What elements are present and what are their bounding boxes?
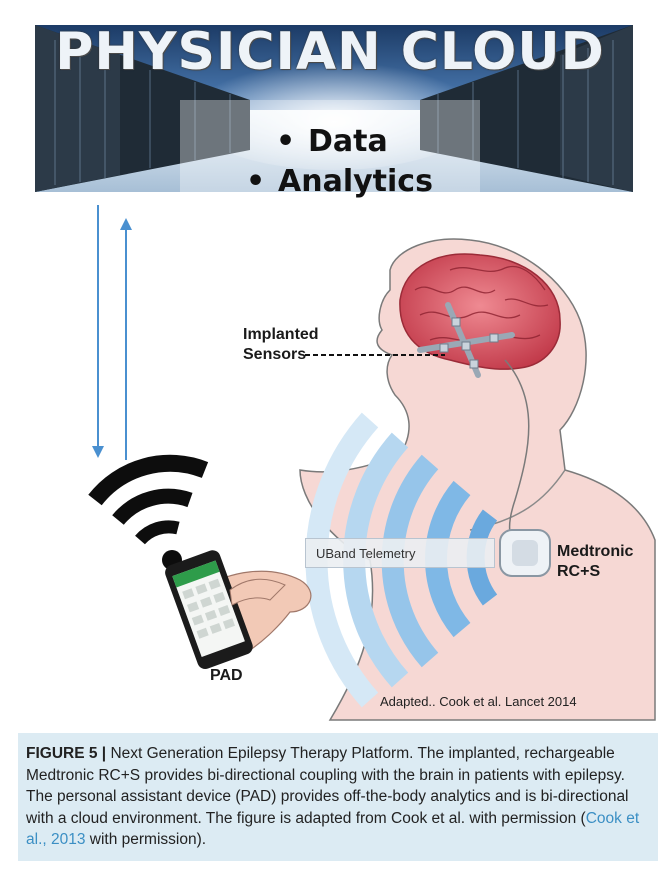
cloud-bullet-data: •Data: [276, 124, 388, 159]
caption-background: [18, 733, 658, 861]
server-room-banner: [35, 25, 633, 192]
caption-text-end: with permission).: [85, 831, 207, 848]
figure-caption: FIGURE 5 | Next Generation Epilepsy Ther…: [26, 743, 652, 851]
label-line: Medtronic: [557, 543, 634, 560]
pad-phone: [165, 550, 312, 670]
wifi-icon: [88, 454, 209, 570]
brain-illustration: [399, 253, 561, 551]
cloud-title: PHYSICIAN CLOUD: [55, 22, 605, 82]
reference-link[interactable]: Cook et al., 2013: [26, 809, 640, 849]
bullet-text: Analytics: [278, 164, 433, 199]
credit-text: Adapted.. Cook et al. Lancet 2014: [380, 694, 577, 709]
telemetry-label: UBand Telemetry: [305, 538, 495, 568]
cloud-bullet-analytics: •Analytics: [246, 164, 433, 199]
rc-s-device: [499, 529, 551, 577]
pad-label: PAD: [210, 667, 243, 684]
implanted-sensors-label: Implanted Sensors: [243, 325, 319, 365]
caption-text: Next Generation Epilepsy Therapy Platfor…: [26, 745, 629, 827]
device-label: Medtronic RC+S: [557, 542, 633, 582]
label-line: Implanted: [243, 326, 319, 343]
label-line: Sensors: [243, 346, 307, 363]
figure-label: FIGURE 5 |: [26, 745, 107, 762]
bullet-text: Data: [308, 124, 388, 159]
cloud-link-arrows: [92, 205, 132, 460]
label-line: RC+S: [557, 563, 601, 580]
